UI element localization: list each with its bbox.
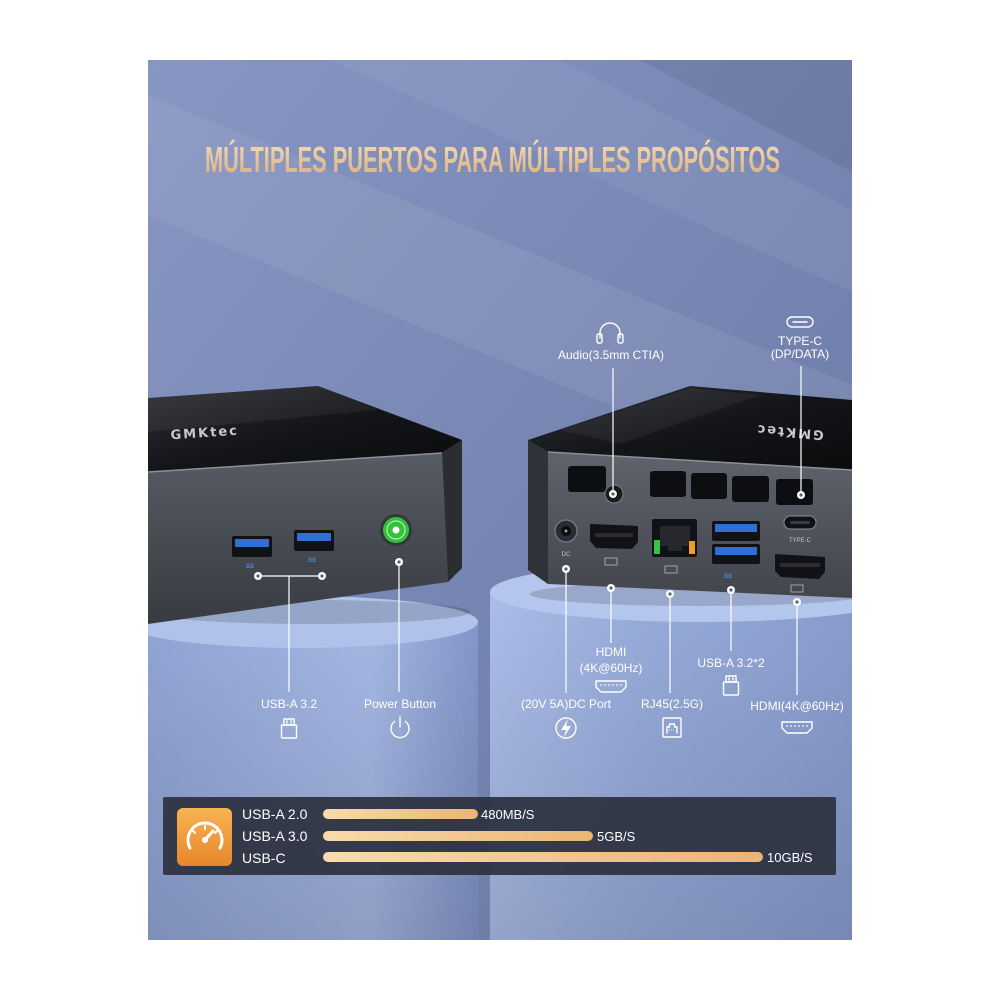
callout-rj45: RJ45(2.5G) <box>641 697 703 738</box>
right-pedestal <box>490 562 852 940</box>
usb-port <box>232 536 272 557</box>
device-top <box>528 386 852 470</box>
callout-hdmi-1: HDMI (4K@60Hz) <box>580 645 643 693</box>
callout-power: Power Button <box>364 697 436 739</box>
lightning-icon <box>555 717 577 739</box>
type-c-icon <box>786 316 814 328</box>
superspeed-logo: SS <box>308 558 316 564</box>
rj45-label: RJ45(2.5G) <box>641 697 703 711</box>
audio-label: Audio(3.5mm CTIA) <box>558 348 664 362</box>
leader-hdmi-2 <box>793 598 801 695</box>
hdmi-icon <box>781 721 813 734</box>
type-c-port <box>783 515 817 530</box>
callout-usb-rear: USB-A 3.2*2 <box>697 656 765 696</box>
rj45-port <box>652 519 697 574</box>
dc-label: (20V 5A)DC Port <box>521 697 612 711</box>
page-title: MÚLTIPLES PUERTOS PARA MÚLTIPLES PROPÓSI… <box>205 138 780 180</box>
mini-pc-front-view: GMKtec SS SS <box>148 386 462 624</box>
power-label: Power Button <box>364 697 436 711</box>
shadow-streak <box>640 60 852 172</box>
leader-type-c <box>797 366 805 499</box>
speed-row: USB-A 3.0 5GB/S <box>242 828 636 844</box>
light-streak <box>330 60 852 292</box>
hdmi-1-sublabel: (4K@60Hz) <box>580 661 643 675</box>
leader-dc <box>562 565 570 693</box>
hdmi-1-label: HDMI <box>596 645 627 659</box>
superspeed-logo: SS <box>724 574 732 580</box>
usb-port-stack <box>712 521 760 564</box>
usb-icon <box>722 675 740 696</box>
speed-row-value: 480MB/S <box>481 807 535 822</box>
mini-pc-rear-view: GMKtec DC <box>528 386 852 598</box>
speed-row-value: 10GB/S <box>767 850 813 865</box>
leader-usb-front <box>254 572 326 692</box>
device-side-face <box>442 440 462 582</box>
speed-bar <box>323 831 593 841</box>
callout-hdmi-2: HDMI(4K@60Hz) <box>750 699 844 734</box>
headphone-icon <box>596 322 624 344</box>
speed-bar <box>323 809 478 819</box>
leader-power <box>395 558 403 692</box>
type-c-label: TYPE-C <box>778 334 822 348</box>
speed-row-label: USB-C <box>242 850 286 866</box>
brand-logo: GMKtec <box>755 421 824 442</box>
callout-type-c: TYPE-C (DP/DATA) <box>771 316 829 361</box>
leader-hdmi-1 <box>607 584 615 643</box>
type-c-marking: TYPE-C <box>789 538 812 544</box>
speed-row: USB-A 2.0 480MB/S <box>242 806 535 822</box>
speedometer-badge <box>177 808 232 866</box>
speed-bar <box>323 852 763 862</box>
hdmi-port <box>775 554 825 593</box>
vent-row <box>568 466 813 505</box>
usb-front-label: USB-A 3.2 <box>261 697 317 711</box>
callout-usb-front: USB-A 3.2 <box>261 697 317 739</box>
speed-row-value: 5GB/S <box>597 829 636 844</box>
brand-logo: GMKtec <box>170 424 239 444</box>
usb-rear-label: USB-A 3.2*2 <box>697 656 765 670</box>
usb-port <box>294 530 334 551</box>
hdmi-port <box>590 524 638 566</box>
power-button <box>380 514 412 546</box>
leader-usb-rear <box>727 586 735 651</box>
leader-rj45 <box>666 590 674 693</box>
hdmi-2-label: HDMI(4K@60Hz) <box>750 699 844 713</box>
speed-comparison-panel: USB-A 2.0 480MB/S USB-A 3.0 5GB/S USB-C … <box>163 797 836 875</box>
scene: GMKtec SS SS GM <box>148 60 852 940</box>
device-top <box>148 386 462 472</box>
ethernet-icon <box>662 717 682 738</box>
speedometer-icon <box>186 821 224 850</box>
callout-audio: Audio(3.5mm CTIA) <box>558 322 664 362</box>
speed-row: USB-C 10GB/S <box>242 850 813 866</box>
usb-icon <box>280 718 298 739</box>
left-pedestal <box>148 596 478 940</box>
device-side-face <box>528 440 548 584</box>
dc-marking: DC <box>562 552 571 558</box>
callout-dc: (20V 5A)DC Port <box>521 697 612 739</box>
hdmi-icon <box>595 680 627 693</box>
speed-row-label: USB-A 3.0 <box>242 828 308 844</box>
power-icon <box>390 716 410 739</box>
dc-jack <box>554 519 578 543</box>
leader-audio <box>609 368 617 498</box>
superspeed-logo: SS <box>246 564 254 570</box>
speed-row-label: USB-A 2.0 <box>242 806 308 822</box>
type-c-sublabel: (DP/DATA) <box>771 347 829 361</box>
